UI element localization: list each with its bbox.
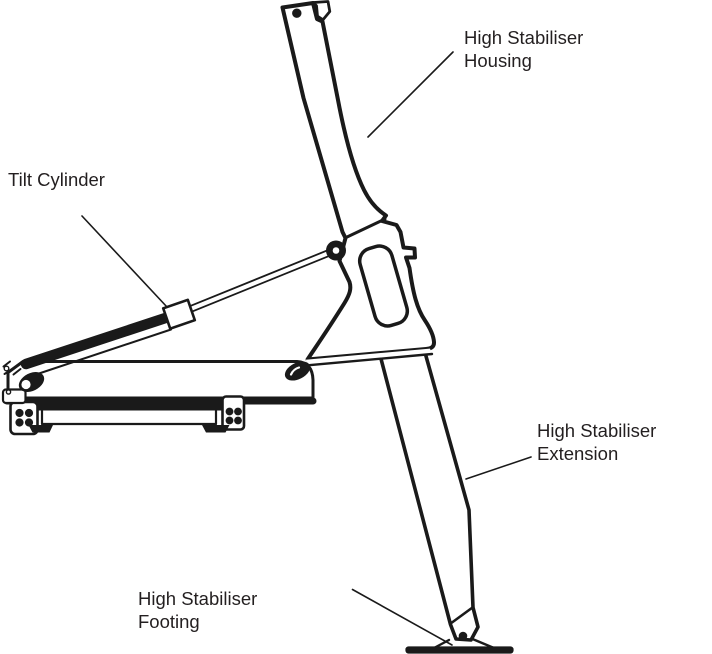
label-text-line: Footing — [138, 610, 200, 632]
housing-body-inner-edge — [344, 217, 387, 239]
tilt-cylinder — [2, 247, 336, 392]
label-high-stabiliser-extension: High Stabiliser Extension — [537, 420, 656, 465]
right-bolt-bracket — [221, 395, 246, 431]
foot-clevis-joint-line — [450, 606, 474, 624]
label-text-line: High Stabiliser — [138, 588, 258, 609]
label-text-line: High Stabiliser — [464, 27, 584, 48]
housing-top-hole — [292, 8, 302, 18]
beam-end-pivot — [284, 361, 311, 381]
label-text-line: Housing — [464, 49, 532, 71]
label-high-stabiliser-footing: High Stabiliser Footing — [138, 588, 257, 633]
high-stabiliser-extension-leg — [378, 347, 480, 642]
piston-rod — [188, 252, 336, 314]
cylinder-rear-mount — [2, 360, 45, 392]
leader-line-footing — [351, 588, 453, 646]
high-stabiliser-footing-pad — [405, 637, 514, 654]
housing-bottom-flange-edge — [307, 352, 434, 367]
label-text-line: High Stabiliser — [537, 420, 657, 441]
housing-top-hook — [312, 0, 332, 22]
tilt-cylinder-pivot-pin — [326, 240, 346, 261]
label-tilt-cylinder: Tilt Cylinder — [8, 169, 105, 192]
right-foot-pad — [202, 425, 230, 433]
high-stabiliser-housing-body — [280, 0, 436, 367]
left-foot-pad — [28, 425, 53, 433]
leader-line-extension — [465, 456, 532, 480]
leader-line-housing — [367, 51, 454, 138]
cylinder-barrel — [20, 312, 173, 370]
housing-slot-cutout — [357, 244, 410, 328]
stabiliser-carrier-beam — [1, 360, 317, 436]
cylinder-gland-collar — [161, 298, 197, 330]
label-text-line: Tilt Cylinder — [8, 169, 105, 190]
cylinder-barrel-lower-edge — [35, 328, 172, 376]
leader-line-tilt-cylinder — [81, 215, 168, 308]
foot-pivot-pin — [458, 631, 468, 641]
label-text-line: Extension — [537, 442, 619, 464]
label-high-stabiliser-housing: High Stabiliser Housing — [464, 27, 583, 72]
